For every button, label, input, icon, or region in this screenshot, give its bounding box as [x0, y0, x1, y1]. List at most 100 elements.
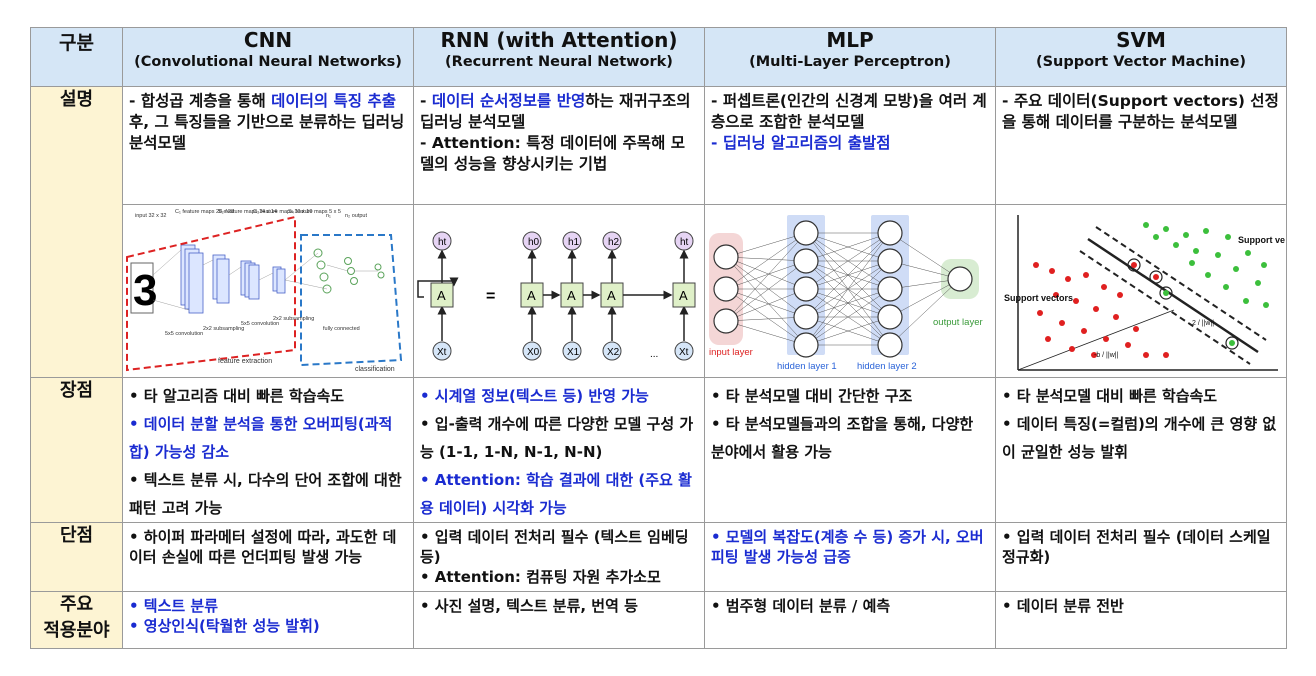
input-node [602, 341, 622, 361]
rnn-cell-label: A [567, 288, 576, 303]
list-item: • 타 분석모델들과의 조합을 통해, 다양한 분야에서 활용 가능 [711, 415, 974, 461]
class-a-point [1255, 280, 1261, 286]
class-a-point [1183, 232, 1189, 238]
hidden-layer-1-label: hidden layer 1 [777, 361, 837, 372]
rnn-cell [430, 282, 454, 308]
decision-boundary [1087, 237, 1259, 354]
corner-label: 구분 [59, 32, 94, 54]
network-edge [725, 288, 807, 322]
class-b-point [1081, 328, 1087, 334]
input-digit: 3 [133, 266, 157, 315]
support-vector-ring [1159, 286, 1173, 300]
row-head-pros: 장점 [30, 377, 123, 523]
class-b-point [1143, 352, 1149, 358]
input-node [562, 341, 582, 361]
hidden-state-label: h1 [568, 237, 580, 248]
class-a-point [1233, 266, 1239, 272]
cnn-bottom-label: 5x5 convolution [165, 331, 203, 337]
list-item: • 데이터 분할 분석을 통한 오버피팅(과적합) 가능성 감소 [129, 415, 393, 461]
header-subtitle: (Convolutional Neural Networks) [134, 54, 402, 70]
list-item: • 타 알고리즘 대비 빠른 학습속도 [129, 387, 345, 405]
applications-row: 주요 적용분야 • 텍스트 분류 • 영상인식(탁월한 성능 발휘) • 사진 … [30, 591, 1287, 649]
desc-cnn: - 합성곱 계층을 통해 데이터의 특징 추출 후, 그 특징들을 기반으로 분… [122, 86, 414, 205]
input-node-label: X1 [567, 347, 580, 358]
list-item: • 입력 데이터 전처리 필수 (텍스트 임베딩 등) [420, 528, 689, 566]
network-edge [725, 288, 807, 318]
input-node-label: X2 [607, 347, 620, 358]
class-a-point [1261, 262, 1267, 268]
class-b-point [1117, 292, 1123, 298]
input-layer-label: input layer [709, 347, 753, 358]
class-a-point [1225, 234, 1231, 240]
class-b-point [1069, 346, 1075, 352]
input-node-label: Xt [437, 347, 447, 358]
hidden-state-node [674, 231, 694, 251]
pros-list: • 타 분석모델 대비 빠른 학습속도 • 데이터 특징(=컬럼)의 개수에 큰… [996, 378, 1286, 466]
class-b-point [1101, 284, 1107, 290]
header-subtitle: (Multi-Layer Perceptron) [749, 54, 951, 70]
list-item: • 텍스트 분류 시, 다수의 단어 조합에 대한 패턴 고려 가능 [129, 471, 402, 517]
list-item: • 텍스트 분류 [129, 597, 219, 615]
hidden-state-label: h2 [608, 237, 620, 248]
class-a-point [1243, 298, 1249, 304]
header-row: 구분 CNN(Convolutional Neural Networks) RN… [30, 27, 1287, 87]
cons-row: 단점 • 하이퍼 파라메터 설정에 따라, 과도한 데이터 손실에 따른 언더피… [30, 522, 1287, 592]
equals-sign: = [486, 288, 495, 305]
lower-margin [1079, 250, 1251, 365]
pros-list: • 타 알고리즘 대비 빠른 학습속도 • 데이터 분할 분석을 통한 오버피팅… [123, 378, 413, 522]
cnn-top-label: S₄ feature maps 5 x 5 [288, 209, 341, 215]
network-edge [805, 232, 891, 262]
cons-mlp: • 모델의 복잡도(계층 수 등) 증가 시, 오버피팅 발생 가능성 급증 [704, 522, 996, 592]
list-item: • 타 분석모델 대비 빠른 학습속도 [1002, 387, 1218, 405]
list-item: • 범주형 데이터 분류 / 예측 [711, 597, 891, 615]
neuron-node [877, 332, 903, 358]
neuron-node [877, 220, 903, 246]
support-vector-point [1229, 340, 1235, 346]
header-rnn: RNN (with Attention)(Recurrent Neural Ne… [413, 27, 705, 87]
list-item: • 입력 데이터 전처리 필수 (데이터 스케일 정규화) [1002, 528, 1271, 566]
header-subtitle: (Support Vector Machine) [1035, 54, 1247, 70]
class-b-point [1163, 352, 1169, 358]
neuron-node [713, 308, 739, 334]
comparison-table: 구분 CNN(Convolutional Neural Networks) RN… [30, 27, 1287, 649]
offset-vector [1017, 309, 1175, 371]
ellipsis: ... [650, 349, 658, 360]
class-b-point [1125, 342, 1131, 348]
cons-list: • 모델의 복잡도(계층 수 등) 증가 시, 오버피팅 발생 가능성 급증 [705, 523, 995, 567]
header-svm: SVM (Support Vector Machine) [995, 27, 1287, 87]
svm-margin-diagram: Support vectors Support vectors -b / ||w… [1004, 215, 1285, 371]
cnn-top-label: n₂ output [345, 213, 367, 219]
class-b-point [1103, 336, 1109, 342]
cnn-top-label: S₂ feature maps 14 x 14 [218, 209, 277, 215]
hidden-layer-2-label: hidden layer 2 [857, 361, 917, 372]
class-b-point [1133, 326, 1139, 332]
row-head-label: 단점 [59, 525, 94, 546]
classification-frame [300, 234, 403, 367]
rnn-cell-label: A [527, 288, 536, 303]
apps-list: • 데이터 분류 전반 [996, 592, 1286, 616]
class-a-point [1263, 302, 1269, 308]
class-b-point [1033, 262, 1039, 268]
list-item: • 모델의 복잡도(계층 수 등) 증가 시, 오버피팅 발생 가능성 급증 [711, 528, 984, 566]
list-item: • 타 분석모델 대비 간단한 구조 [711, 387, 913, 405]
cons-cnn: • 하이퍼 파라메터 설정에 따라, 과도한 데이터 손실에 따른 언더피팅 발… [122, 522, 414, 592]
list-item: • 시계열 정보(텍스트 등) 반영 가능 [420, 387, 649, 405]
list-item: • 영상인식(탁월한 성능 발휘) [129, 617, 320, 635]
upper-margin [1095, 226, 1267, 341]
pros-rnn: • 시계열 정보(텍스트 등) 반영 가능 • 입-출력 개수에 따른 다양한 … [413, 377, 705, 523]
support-vector-ring [1149, 270, 1163, 284]
row-head-description: 설명 [30, 86, 123, 378]
pros-row: 장점 • 타 알고리즘 대비 빠른 학습속도 • 데이터 분할 분석을 통한 오… [30, 377, 1287, 523]
list-item: • 데이터 특징(=컬럼)의 개수에 큰 영향 없이 균일한 성능 발휘 [1002, 415, 1277, 461]
header-title: RNN (with Attention) [440, 28, 678, 52]
input-node-label: Xt [679, 347, 689, 358]
cnn-top-label: input 32 x 32 [135, 213, 167, 219]
neuron-node [877, 276, 903, 302]
header-corner: 구분 [30, 27, 123, 87]
class-b-point [1093, 306, 1099, 312]
class-b-point [1083, 272, 1089, 278]
header-title: SVM [1116, 28, 1166, 52]
